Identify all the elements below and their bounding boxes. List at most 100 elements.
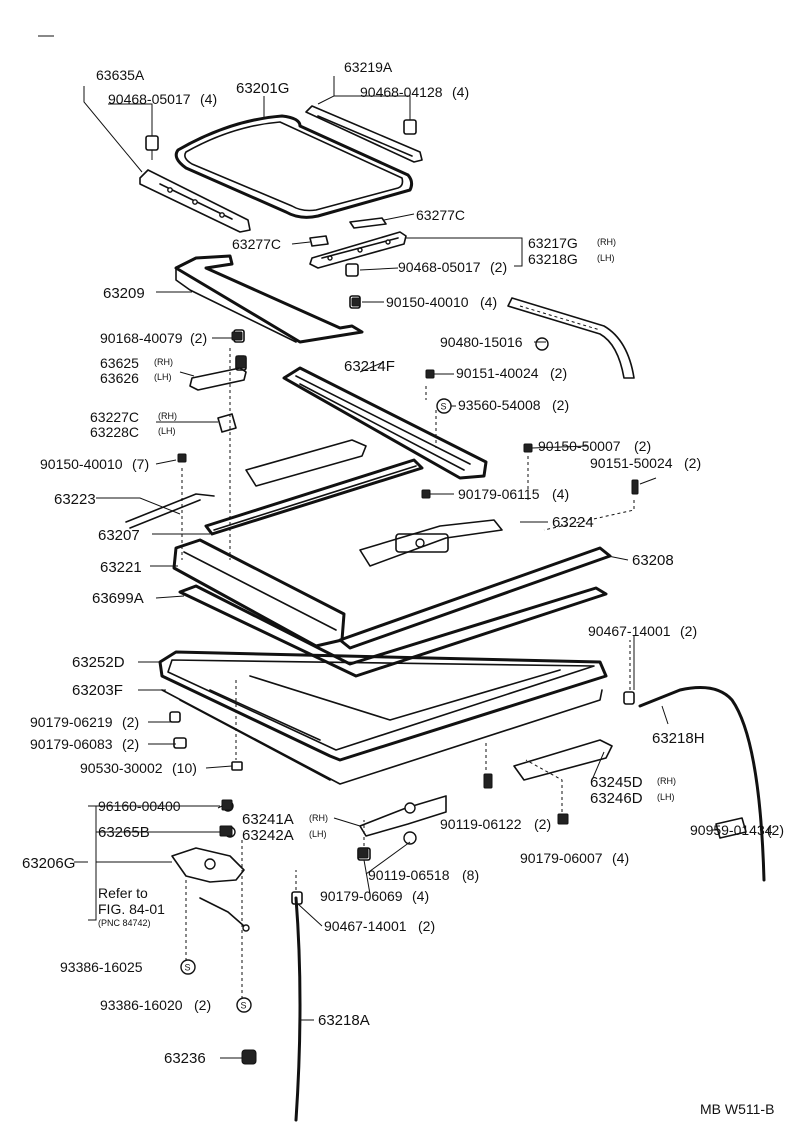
label-63699A: 63699A — [92, 590, 144, 607]
label-93560-54008: 93560-54008 — [458, 397, 541, 413]
label-63207: 63207 — [98, 527, 140, 544]
fastener-90179a — [421, 489, 431, 499]
qty-90179-06069: (4) — [412, 888, 429, 904]
suffix-rh-63217G: (RH) — [597, 237, 616, 247]
part-63227C-clip — [217, 413, 237, 433]
label-63626: 63626 — [100, 370, 139, 386]
label-90959-01434: 90959-01434 — [690, 822, 773, 838]
label-90480-15016: 90480-15016 — [440, 334, 523, 350]
part-90959-connector — [715, 817, 747, 839]
label-90530-30002: 90530-30002 — [80, 760, 163, 776]
label-63218H: 63218H — [652, 730, 705, 747]
label-90179-06007: 90179-06007 — [520, 850, 603, 866]
qty-90467-14001: (2) — [680, 623, 697, 639]
fastener-63265B — [219, 825, 233, 837]
label-63228C: 63228C — [90, 424, 139, 440]
suffix-rh-63227C: (RH) — [158, 411, 177, 421]
label-63246D: 63246D — [590, 790, 643, 807]
qty-90150-50007: (2) — [634, 438, 651, 454]
label-63252D: 63252D — [72, 654, 125, 671]
label-63201G: 63201G — [236, 80, 289, 97]
part-63201G-glass-seal — [174, 114, 414, 219]
part-63224-drive — [359, 519, 503, 567]
qty-90530-30002: (10) — [172, 760, 197, 776]
label-90179-06219: 90179-06219 — [30, 714, 113, 730]
part-63245D-bracket — [513, 739, 613, 781]
label-63265B: 63265B — [98, 824, 150, 841]
fastener-90151b — [631, 479, 639, 495]
part-63217G-rail — [309, 231, 407, 277]
s-mark-93560: S — [441, 402, 447, 412]
part-63699A-seal — [178, 584, 608, 678]
qty-90959-01434: (2) — [767, 822, 784, 838]
label-90179-06069: 90179-06069 — [320, 888, 403, 904]
part-63209-frame — [174, 254, 364, 371]
fastener-90150b — [177, 453, 187, 463]
part-roof-rail-right — [507, 297, 635, 379]
qty-90179-06219: (2) — [122, 714, 139, 730]
part-63221-frame — [172, 538, 346, 648]
label-63227C: 63227C — [90, 409, 139, 425]
suffix-lh-63228C: (LH) — [158, 426, 176, 436]
label-63219A: 63219A — [344, 59, 393, 75]
fastener-63625 — [235, 355, 247, 369]
qty-90151-50024: (2) — [684, 455, 701, 471]
label-63218A: 63218A — [318, 1012, 370, 1029]
part-63218H-hose — [623, 686, 766, 882]
label-90119-06518: 90119-06518 — [368, 867, 450, 883]
qty-90467-14001-b: (2) — [418, 918, 435, 934]
suffix-lh-63242A: (LH) — [309, 829, 327, 839]
part-90467-clip — [291, 891, 303, 905]
part-63223-cable — [125, 493, 215, 529]
qty-90179-06115: (4) — [552, 486, 569, 502]
suffix-lh-63218G: (LH) — [597, 253, 615, 263]
label-63635A: 63635A — [96, 67, 145, 83]
part-63236-switch — [241, 1049, 257, 1065]
part-labels: 63635A 90468-05017 (4) 63201G 63219A 904… — [22, 59, 784, 1117]
fastener-90168 — [231, 331, 243, 341]
label-63224: 63224 — [552, 514, 594, 531]
part-63277C-left — [309, 235, 329, 247]
suffix-rh-63241A: (RH) — [309, 813, 328, 823]
label-90119-06122: 90119-06122 — [440, 816, 522, 832]
label-63277C-top: 63277C — [416, 207, 465, 223]
fastener-90179b — [557, 813, 569, 825]
label-63241A: 63241A — [242, 811, 294, 828]
label-90150-40010-b: 90150-40010 — [40, 456, 123, 472]
label-93386-16025: 93386-16025 — [60, 959, 143, 975]
qty-90150-40010: (4) — [480, 294, 497, 310]
part-63241A-bracket — [357, 795, 447, 861]
part-63203F-housing — [158, 650, 608, 785]
label-63221: 63221 — [100, 559, 142, 576]
suffix-rh-63245D: (RH) — [657, 776, 676, 786]
qty-90168-40079: (2) — [190, 330, 207, 346]
label-90468-05017: 90468-05017 — [108, 91, 191, 107]
fastener-90119a — [483, 773, 493, 789]
qty-90179-06007: (4) — [612, 850, 629, 866]
qty-93386-16020: (2) — [194, 997, 211, 1013]
qty-90151-40024: (2) — [550, 365, 567, 381]
part-63635A-bracket — [139, 135, 251, 233]
qty-90119-06518: (8) — [462, 867, 479, 883]
label-63208: 63208 — [632, 552, 674, 569]
label-90150-40010: 90150-40010 — [386, 294, 469, 310]
fastener-90150a — [351, 297, 361, 307]
label-63242A: 63242A — [242, 827, 294, 844]
label-63218G: 63218G — [528, 251, 578, 267]
qty-90468-05017: (4) — [200, 91, 217, 107]
label-63236: 63236 — [164, 1050, 206, 1067]
s-marks: S S S — [180, 398, 452, 1013]
label-63625: 63625 — [100, 355, 139, 371]
part-63206G-motor — [171, 800, 250, 932]
label-63209: 63209 — [103, 285, 145, 302]
label-90468-04128: 90468-04128 — [360, 84, 443, 100]
label-93386-16020: 93386-16020 — [100, 997, 183, 1013]
suffix-rh-63625: (RH) — [154, 357, 173, 367]
fastener-90151a — [425, 369, 435, 379]
label-63203F: 63203F — [72, 682, 123, 699]
part-drawings — [38, 35, 766, 1122]
part-63218A-hose — [294, 896, 302, 1122]
label-90467-14001-b: 90467-14001 — [324, 918, 407, 934]
label-90150-50007: 90150-50007 — [538, 438, 621, 454]
label-90179-06115: 90179-06115 — [458, 486, 540, 502]
